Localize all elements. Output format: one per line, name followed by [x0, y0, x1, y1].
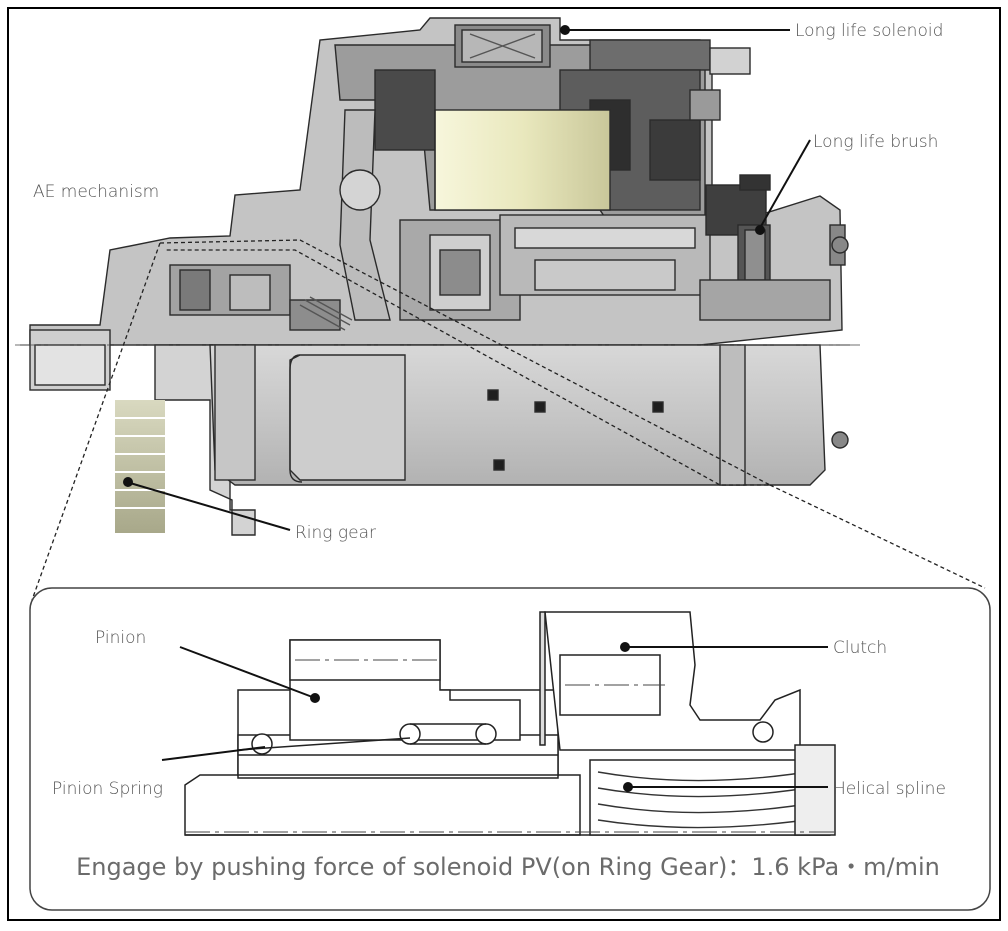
leader-dots-detail: [310, 642, 633, 792]
label-pinion: Pinion: [95, 628, 146, 648]
detail-centerlines: [185, 659, 835, 833]
label-helical-spline: Helical spline: [833, 779, 946, 799]
leader-dots-top: [123, 25, 765, 487]
ae-mechanism-callout: [31, 239, 986, 601]
label-long-life-solenoid: Long life solenoid: [795, 21, 943, 41]
label-pinion-spring: Pinion Spring: [52, 779, 163, 799]
label-clutch: Clutch: [833, 638, 887, 658]
ring-gear-graphic: [115, 400, 165, 533]
starter-cross-section: [15, 17, 860, 536]
leader-lines-detail: [161, 646, 828, 788]
pinion-clutch-detail: [184, 611, 836, 836]
label-ring-gear: Ring gear: [295, 523, 376, 543]
label-long-life-brush: Long life brush: [813, 132, 938, 152]
label-ae-mechanism: AE mechanism: [33, 182, 159, 202]
leader-lines-top: [129, 29, 811, 531]
engage-force-caption: Engage by pushing force of solenoid PV(o…: [76, 853, 940, 881]
